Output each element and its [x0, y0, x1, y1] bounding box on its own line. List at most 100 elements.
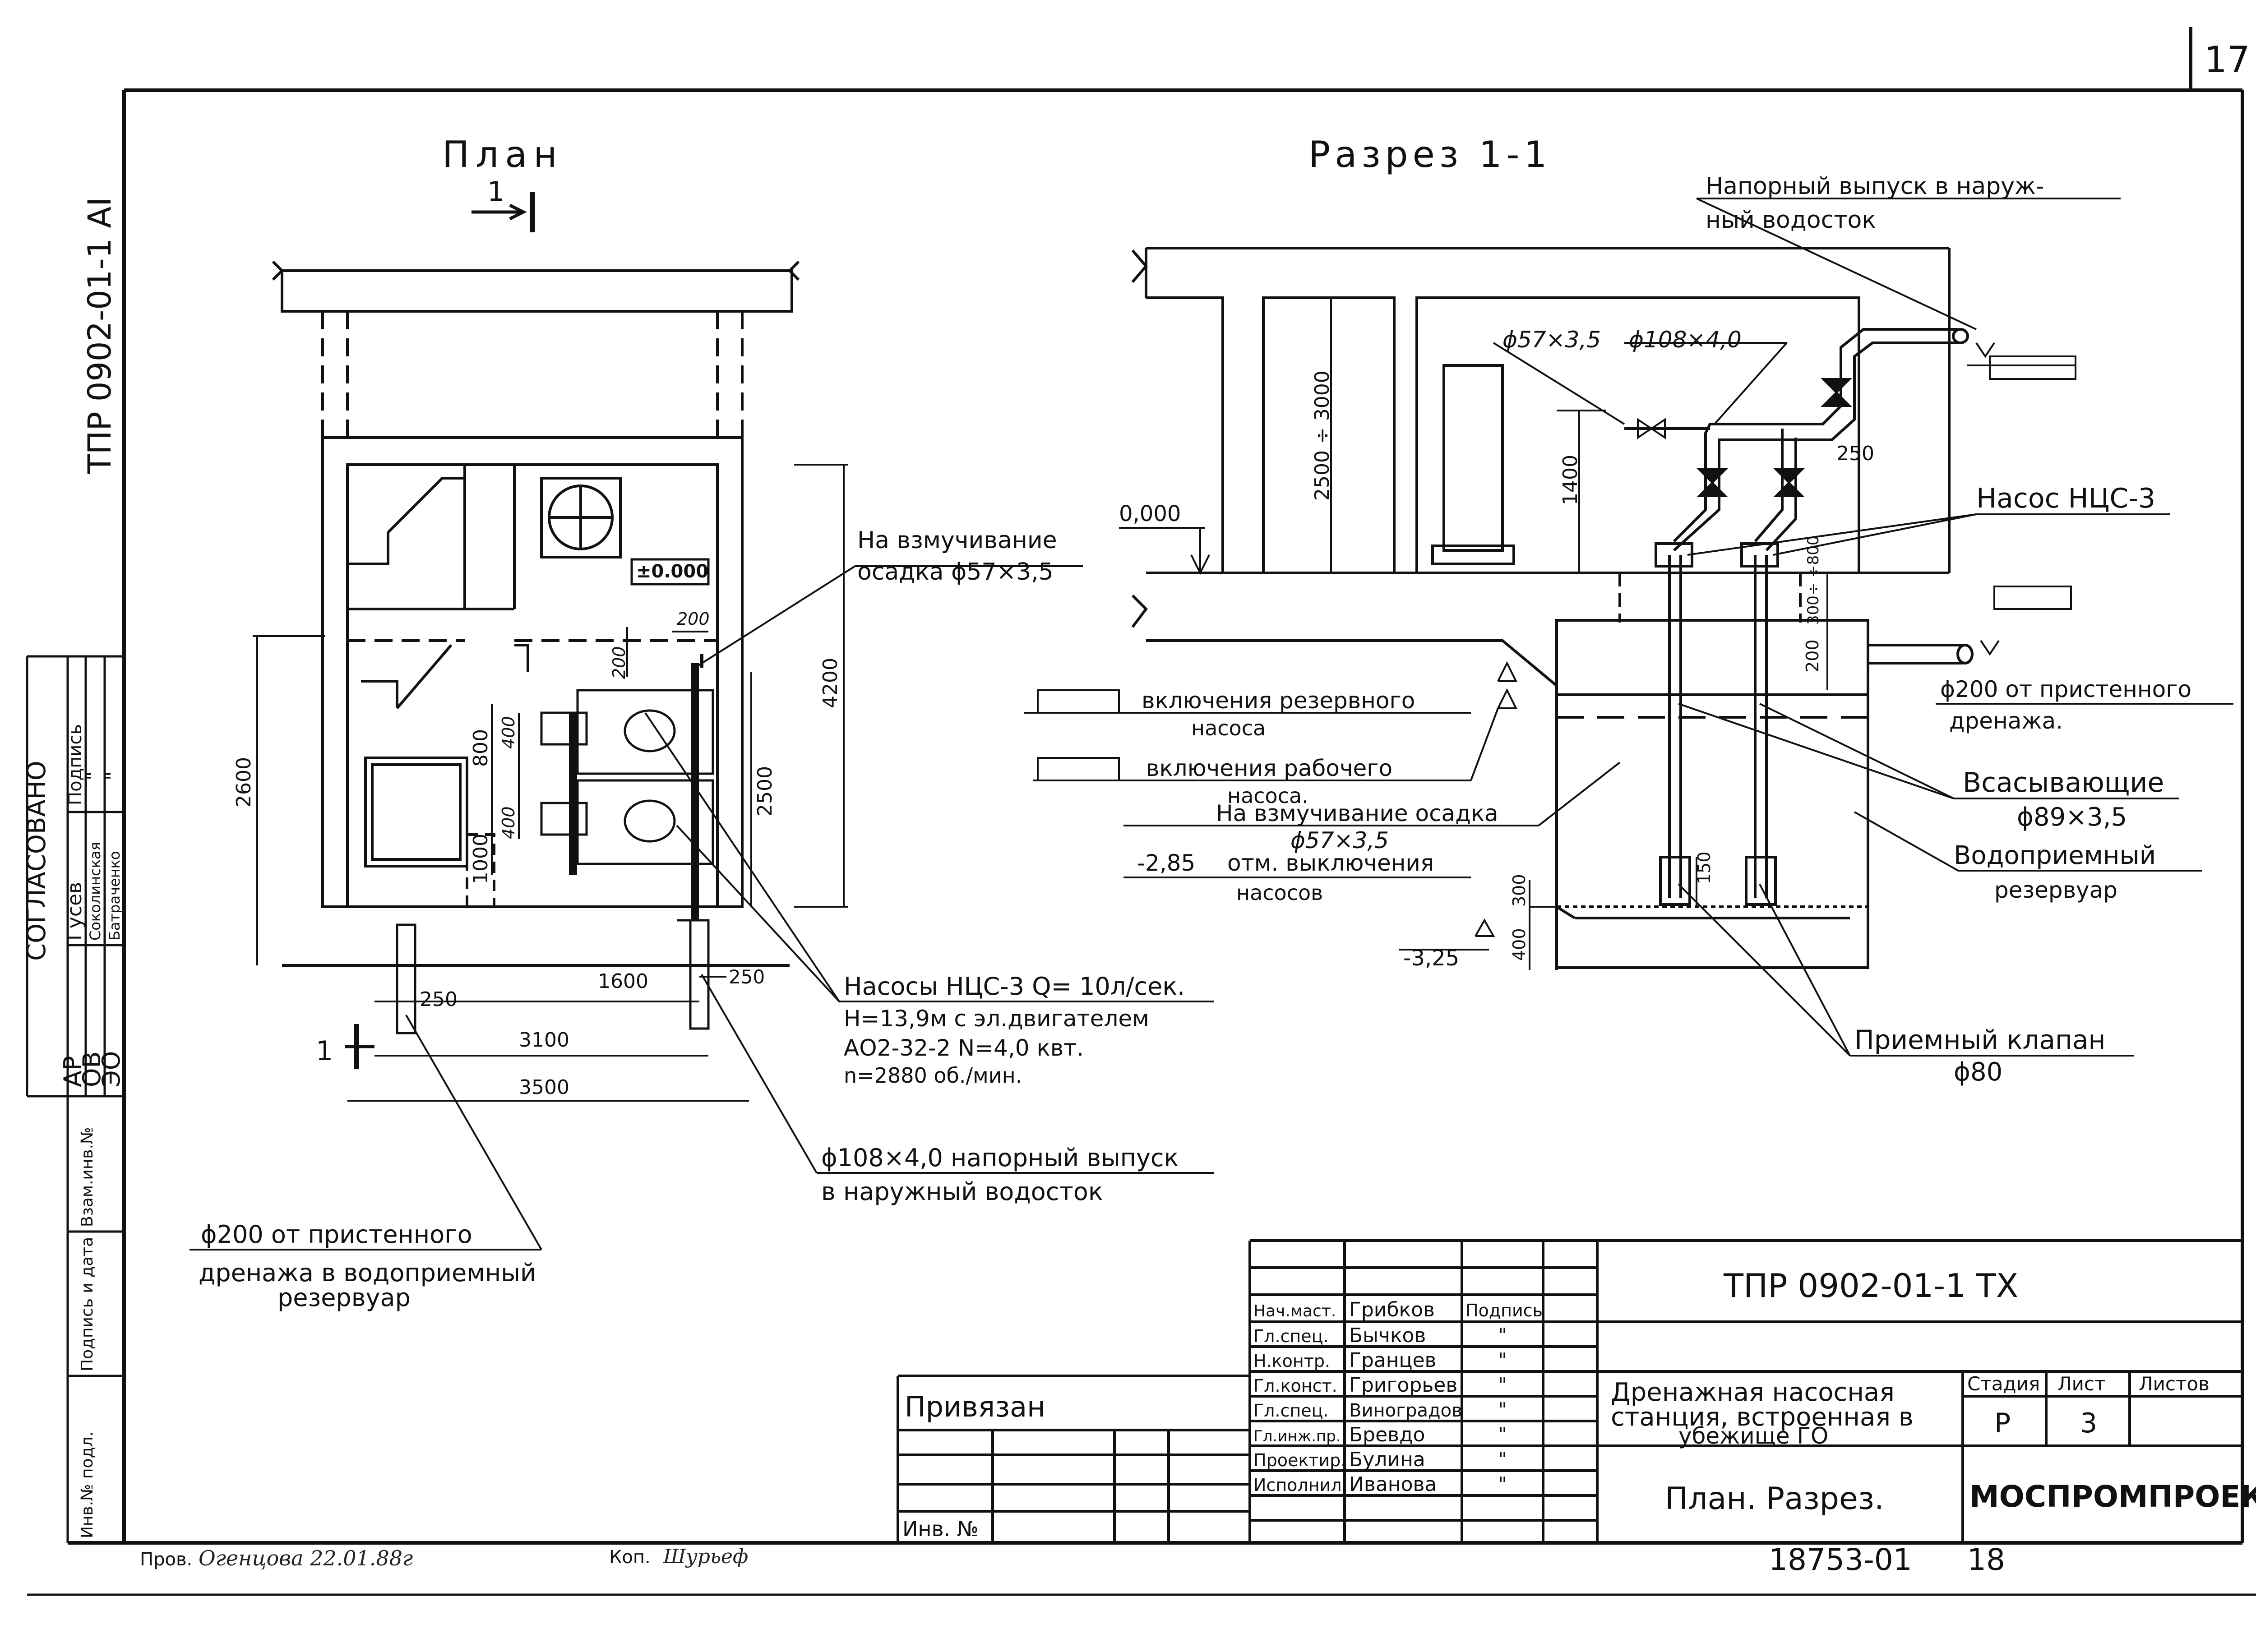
- section-res-on-2: насоса: [1191, 716, 1266, 740]
- section-dim-1400: 1400: [1559, 455, 1582, 505]
- section-off-2: насосов: [1236, 881, 1323, 905]
- soglasovano-name-3: Батраченко: [106, 851, 123, 941]
- section-work-on-2: насоса.: [1227, 784, 1308, 808]
- soglasovano-table: [26, 655, 124, 1544]
- soglasovano-dept-3: ЭО: [97, 1051, 125, 1087]
- section-off-1: отм. выключения: [1227, 850, 1434, 876]
- staff-role: Нач.маст.: [1253, 1302, 1336, 1320]
- title-sign-header: Подпись: [1465, 1301, 1543, 1320]
- soglasovano-sign-2: ": [82, 771, 105, 780]
- footer-archive: 18753-01: [1769, 1542, 1912, 1577]
- staff-sign: ": [1498, 1374, 1507, 1397]
- section-level-285: -2,85: [1137, 850, 1195, 876]
- section-outlet-1: Напорный выпуск в наруж-: [1706, 173, 2044, 200]
- side-stamp-inv: Инв.№ подл.: [78, 1431, 97, 1538]
- section-reservoir-2: резервуар: [1994, 877, 2117, 903]
- staff-name: Бревдо: [1349, 1423, 1425, 1446]
- soglasovano-sign-3: ": [102, 771, 125, 780]
- section-level-marks: [1037, 342, 2076, 951]
- plan-callout-out-1: ϕ108×4,0 напорный выпуск: [821, 1144, 1179, 1172]
- footer-prov: Пров.: [140, 1549, 192, 1570]
- section-pipe-57: ϕ57×3,5: [1502, 327, 1601, 353]
- soglasovano-name-2: Соколинская: [87, 842, 104, 941]
- section-leaders: [1024, 198, 2233, 1057]
- section-suction-2: ϕ89×3,5: [2017, 803, 2127, 832]
- section-res-on-1: включения резервного: [1142, 688, 1415, 714]
- section-level-325: -3,25: [1403, 946, 1459, 971]
- side-code: ТПР 0902-01-1 АI: [81, 197, 118, 474]
- staff-sign: ": [1498, 1398, 1507, 1421]
- plan-dim-1600: 1600: [598, 970, 648, 993]
- title-list: 3: [2080, 1407, 2097, 1439]
- sheet-number: 17: [2204, 39, 2250, 81]
- section-outlet-2: ный водосток: [1706, 207, 1876, 234]
- plan-level-box: [630, 558, 710, 586]
- footer-page: 18: [1967, 1542, 2005, 1577]
- section-dim-150: 150: [1694, 851, 1714, 884]
- section-drain-2: дренажа.: [1949, 708, 2063, 734]
- plan-dim-2500: 2500: [754, 766, 777, 817]
- section-dim-200: 200: [1803, 639, 1822, 672]
- footer-kop: Коп.: [609, 1547, 651, 1568]
- plan-cut-label-bottom: 1: [316, 1035, 333, 1067]
- section-vzm-2: ϕ57×3,5: [1290, 827, 1389, 854]
- side-stamp-vzam: Взам.инв.№: [78, 1127, 97, 1227]
- title-org: МОСПРОМПРОЕКТ: [1969, 1479, 2256, 1514]
- plan-callout-drain-2: дренажа в водоприемный: [199, 1259, 536, 1287]
- footer-prov-sign: Огенцова 22.01.88г: [199, 1546, 413, 1570]
- title-line-2: станция, встроенная в: [1611, 1403, 1914, 1432]
- title-stage-header: Стадия: [1967, 1373, 2040, 1395]
- plan-callout-pumps-2: Н=13,9м с эл.двигателем: [844, 1006, 1149, 1032]
- plan-callout-drain-3: резервуар: [277, 1283, 411, 1312]
- section-drain-1: ϕ200 от пристенного: [1940, 676, 2191, 702]
- soglasovano-title: СОГЛАСОВАНО: [22, 761, 51, 961]
- title-staff: Нач.маст. Грибков Гл.спец. Бычков " Н.ко…: [1253, 1298, 1507, 1496]
- section-suction-1: Всасывающие: [1963, 767, 2164, 798]
- staff-name: Бычков: [1349, 1324, 1426, 1347]
- section-level-zero: 0,000: [1119, 501, 1181, 526]
- plan-dim-200b: 200: [609, 646, 629, 679]
- plan-callout-drain-1: ϕ200 от пристенного: [201, 1220, 472, 1249]
- staff-name: Иванова: [1349, 1473, 1437, 1496]
- plan-cut-mark-top: [472, 192, 535, 232]
- plan-cut-label-top: 1: [487, 176, 504, 208]
- section-dim-300: 300: [1509, 874, 1529, 907]
- plan-dim-3100: 3100: [519, 1029, 569, 1052]
- title-line-3: убежище ГО: [1678, 1423, 1828, 1449]
- plan-callout-pumps-3: АО2-32-2 N=4,0 квт.: [844, 1035, 1084, 1061]
- plan-dim-4200: 4200: [819, 658, 842, 708]
- plan-dim-1000: 1000: [469, 834, 492, 884]
- plan-callout-vzm-1: На взмучивание: [857, 527, 1057, 554]
- soglasovano-dept-1: АР: [59, 1056, 87, 1087]
- soglasovano-sign-header: Подпись: [65, 724, 86, 805]
- staff-role: Гл.спец.: [1253, 1401, 1329, 1421]
- staff-name: Виноградов: [1349, 1400, 1462, 1421]
- plan-dim-200a: 200: [677, 609, 710, 629]
- section-title: Разрез 1-1: [1308, 134, 1551, 175]
- staff-name: Булина: [1349, 1448, 1425, 1471]
- plan-callout-out-2: в наружный водосток: [821, 1177, 1103, 1206]
- sheet-frame: [27, 27, 2256, 1596]
- staff-sign: ": [1498, 1349, 1507, 1372]
- section-pipes: [1624, 328, 1974, 906]
- plan-pumps: [396, 654, 714, 1034]
- side-stamp-sign: Подпись и дата: [78, 1237, 97, 1371]
- title-sheet-name: План. Разрез.: [1665, 1481, 1884, 1517]
- plan-callout-pumps-4: n=2880 об./мин.: [844, 1063, 1022, 1088]
- footer-kop-sign: Шурьеф: [663, 1545, 748, 1568]
- title-doc-code: ТПР 0902-01-1 ТХ: [1723, 1267, 2018, 1305]
- plan-callout-vzm-2: осадка ϕ57×3,5: [857, 558, 1054, 586]
- staff-role: Н.контр.: [1253, 1351, 1330, 1371]
- plan-cut-mark-bottom: [345, 1024, 374, 1069]
- section-work-on-1: включения рабочего: [1146, 755, 1392, 781]
- plan-title: План: [442, 134, 564, 175]
- plan-dim-400b: 400: [499, 806, 518, 839]
- staff-sign: ": [1498, 1423, 1507, 1446]
- title-privyazan: Привязан: [905, 1390, 1045, 1423]
- section-dim-250: 250: [1836, 442, 1874, 465]
- section-pipe-108: ϕ108×4,0: [1629, 327, 1742, 353]
- soglasovano-name-1: Гусев: [63, 882, 86, 941]
- title-line-1: Дренажная насосная: [1611, 1378, 1895, 1407]
- section-dim-400: 400: [1509, 928, 1529, 961]
- staff-sign: ": [1498, 1324, 1507, 1347]
